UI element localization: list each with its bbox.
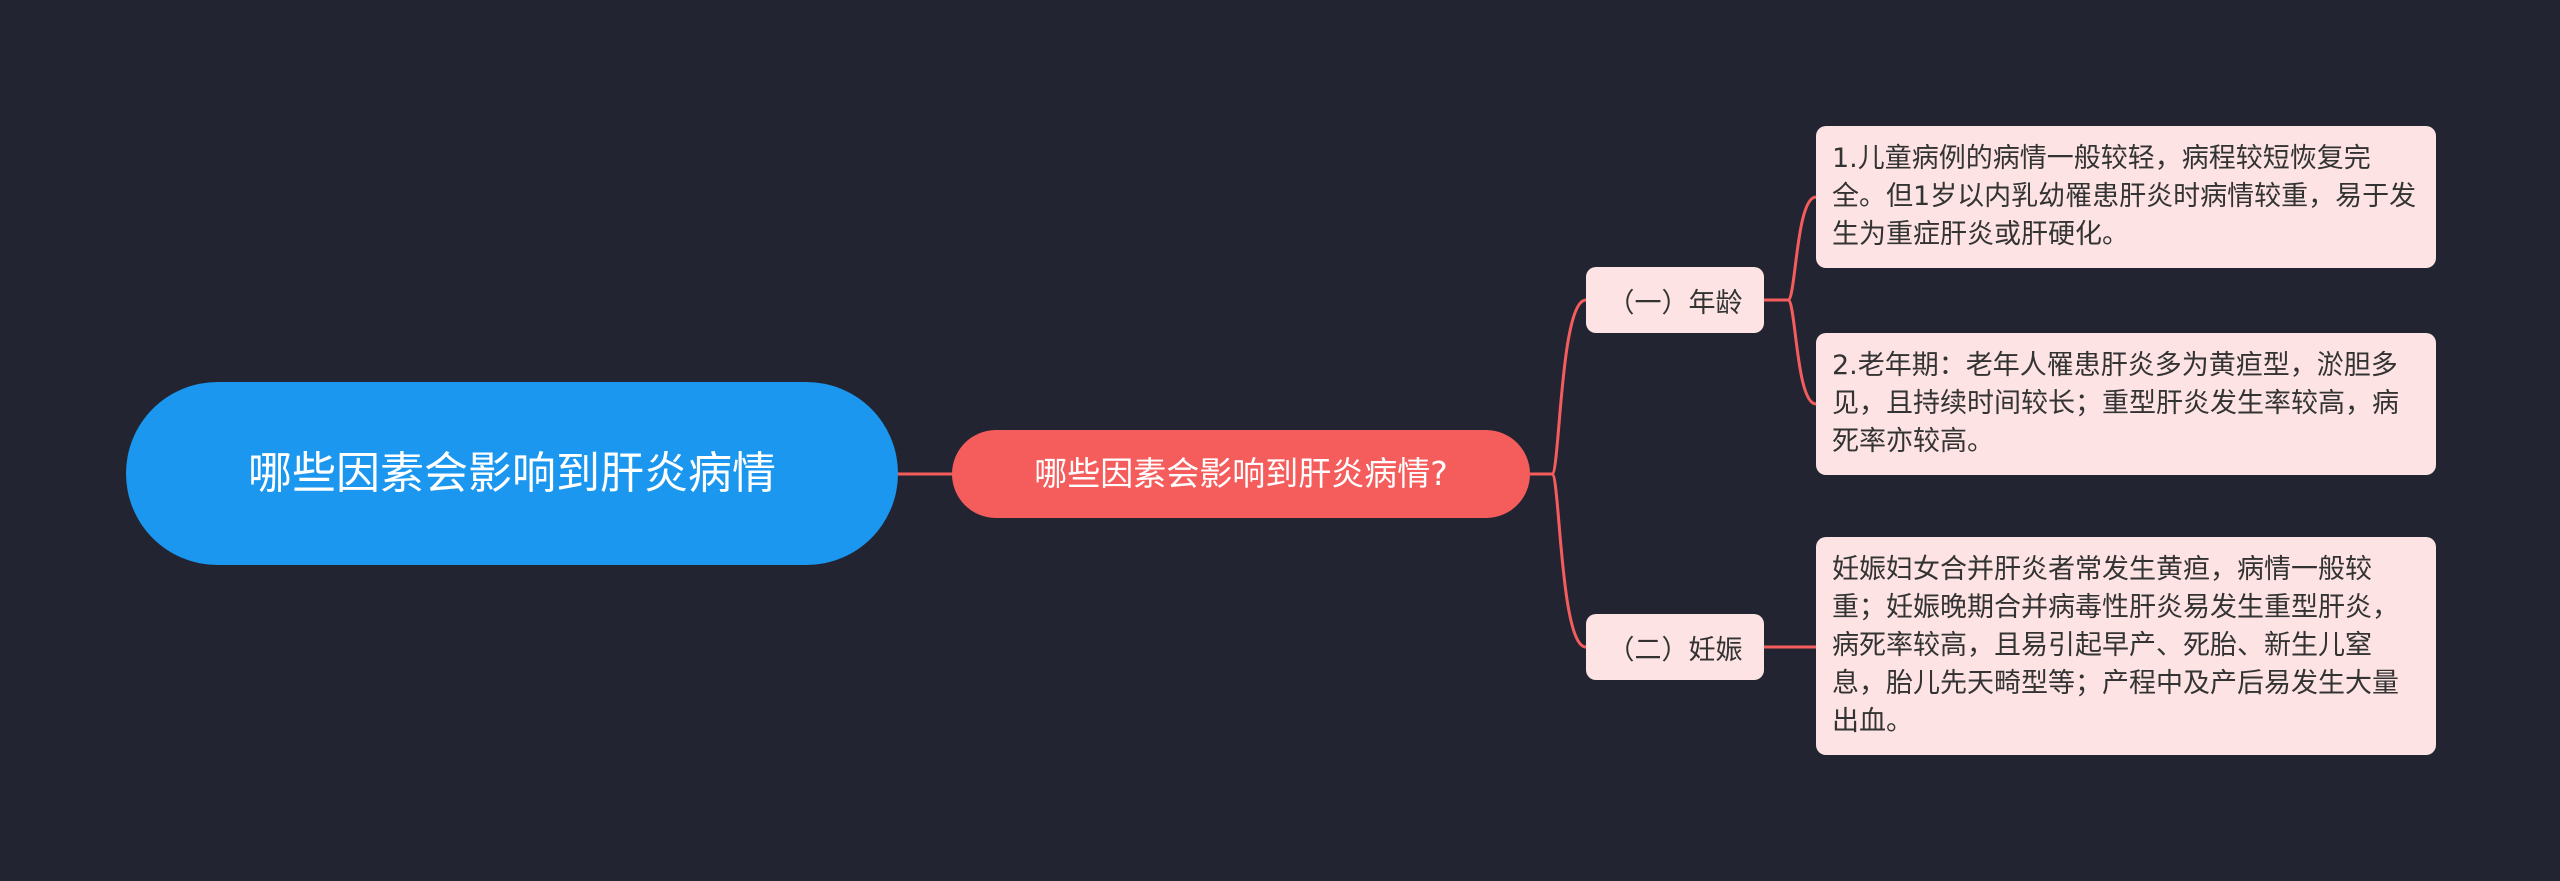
leaf-pregnancy-text: 妊娠妇女合并肝炎者常发生黄疸，病情一般较重；妊娠晚期合并病毒性肝炎易发生重型肝炎…: [1832, 554, 2399, 737]
connector-age-to-leaf-1: [1762, 195, 1818, 302]
root-topic-label: 哪些因素会影响到肝炎病情: [248, 447, 776, 499]
subtopic-pregnancy-label: （二）妊娠: [1607, 634, 1743, 666]
leaf-children[interactable]: 1.儿童病例的病情一般较轻，病程较短恢复完全。但1岁以内乳幼罹患肝炎时病情较重，…: [1816, 126, 2436, 268]
leaf-pregnancy[interactable]: 妊娠妇女合并肝炎者常发生黄疸，病情一般较重；妊娠晚期合并病毒性肝炎易发生重型肝炎…: [1816, 537, 2436, 755]
root-topic[interactable]: 哪些因素会影响到肝炎病情: [126, 382, 898, 565]
leaf-elderly-text: 2.老年期：老年人罹患肝炎多为黄疸型，淤胆多见，且持续时间较长；重型肝炎发生率较…: [1832, 350, 2399, 457]
main-topic[interactable]: 哪些因素会影响到肝炎病情?: [952, 430, 1530, 518]
subtopic-pregnancy[interactable]: （二）妊娠: [1586, 614, 1764, 680]
leaf-children-text: 1.儿童病例的病情一般较轻，病程较短恢复完全。但1岁以内乳幼罹患肝炎时病情较重，…: [1832, 143, 2417, 250]
subtopic-age-label: （一）年龄: [1607, 287, 1743, 319]
connector-main-to-age: [1528, 298, 1588, 476]
leaf-elderly[interactable]: 2.老年期：老年人罹患肝炎多为黄疸型，淤胆多见，且持续时间较长；重型肝炎发生率较…: [1816, 333, 2436, 475]
subtopic-age[interactable]: （一）年龄: [1586, 267, 1764, 333]
main-topic-label: 哪些因素会影响到肝炎病情?: [1034, 454, 1448, 493]
connector-main-to-pregnancy: [1528, 472, 1588, 649]
connector-age-to-leaf-2: [1762, 298, 1818, 406]
